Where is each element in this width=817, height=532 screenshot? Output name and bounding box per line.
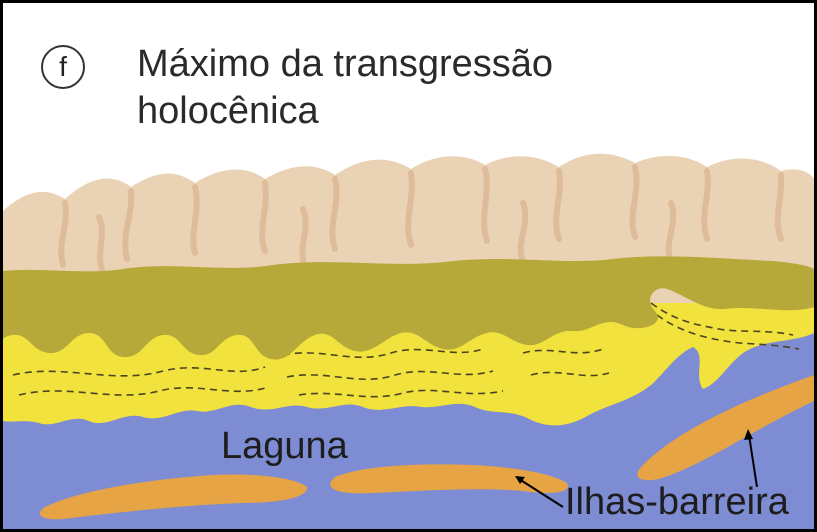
- label-laguna: Laguna: [221, 425, 348, 468]
- title-line-2: holocênica: [137, 88, 553, 135]
- title-line-1: Máximo da transgressão: [137, 41, 553, 88]
- diagram-title: Máximo da transgressão holocênica: [137, 41, 553, 135]
- label-ilhas-barreira: Ilhas-barreira: [565, 481, 789, 524]
- panel-letter-badge: f: [41, 45, 85, 89]
